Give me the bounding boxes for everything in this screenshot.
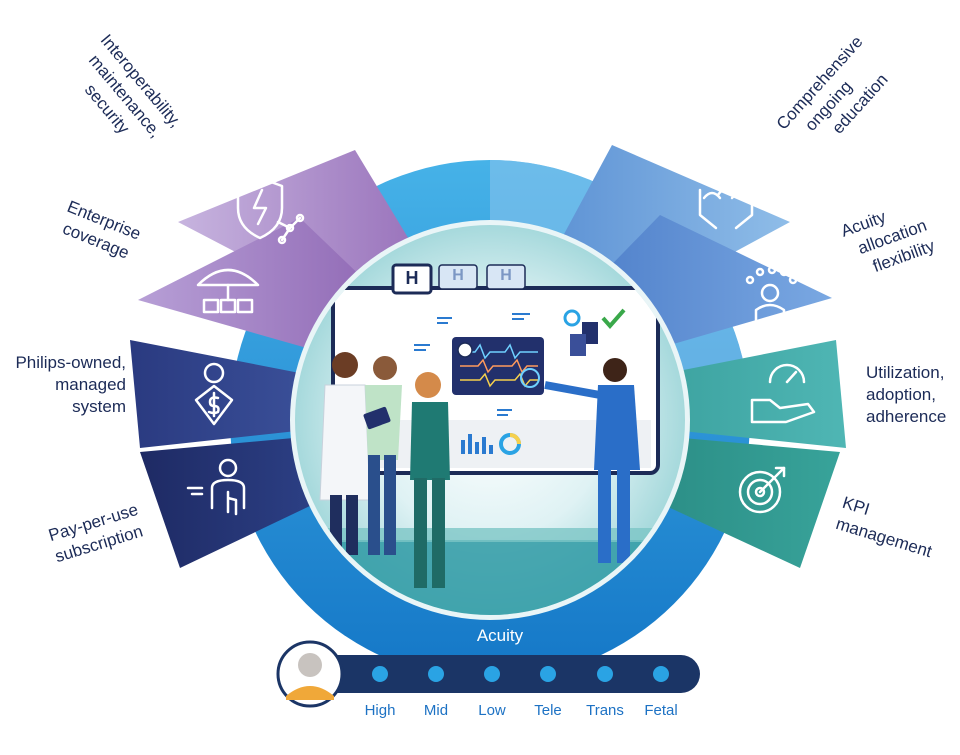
doctor-figure — [319, 352, 371, 555]
presenter-figure — [544, 358, 640, 563]
person-dollar-icon — [194, 362, 234, 426]
hospital-tab-2: H — [452, 267, 464, 284]
nurse-figure — [363, 356, 402, 555]
person-options-icon — [745, 265, 798, 324]
hands-group-icon — [698, 168, 754, 230]
acuity-dot-fetal[interactable] — [653, 666, 669, 682]
acuity-title: Acuity — [476, 626, 524, 645]
acuity-dot-trans[interactable] — [597, 666, 613, 682]
hand-gauge-icon — [750, 363, 816, 424]
acuity-level-mid[interactable]: Mid — [423, 702, 449, 719]
acuity-dot-tele[interactable] — [540, 666, 556, 682]
hospital-tab-1: H — [405, 268, 419, 288]
hospital-tab-3: H — [500, 267, 512, 284]
acuity-scale — [276, 640, 700, 708]
label-philips-owned: Philips-owned, managed system — [15, 353, 126, 416]
acuity-level-low[interactable]: Low — [478, 702, 506, 719]
acuity-level-labels: High Mid Low Tele Trans Fetal — [0, 702, 960, 722]
label-utilization: Utilization, adoption, adherence — [866, 363, 947, 426]
acuity-level-fetal[interactable]: Fetal — [644, 702, 678, 719]
tap-user-icon — [186, 458, 246, 516]
acuity-dot-mid[interactable] — [428, 666, 444, 682]
woman-figure — [410, 372, 450, 588]
acuity-dot-high[interactable] — [372, 666, 388, 682]
acuity-dot-low[interactable] — [484, 666, 500, 682]
acuity-level-trans[interactable]: Trans — [586, 702, 624, 719]
shield-bolt-network-icon — [236, 176, 305, 245]
target-arrow-icon — [738, 466, 786, 514]
umbrella-hospitals-icon — [196, 268, 260, 314]
acuity-level-tele[interactable]: Tele — [534, 702, 562, 719]
acuity-level-high[interactable]: High — [364, 702, 396, 719]
